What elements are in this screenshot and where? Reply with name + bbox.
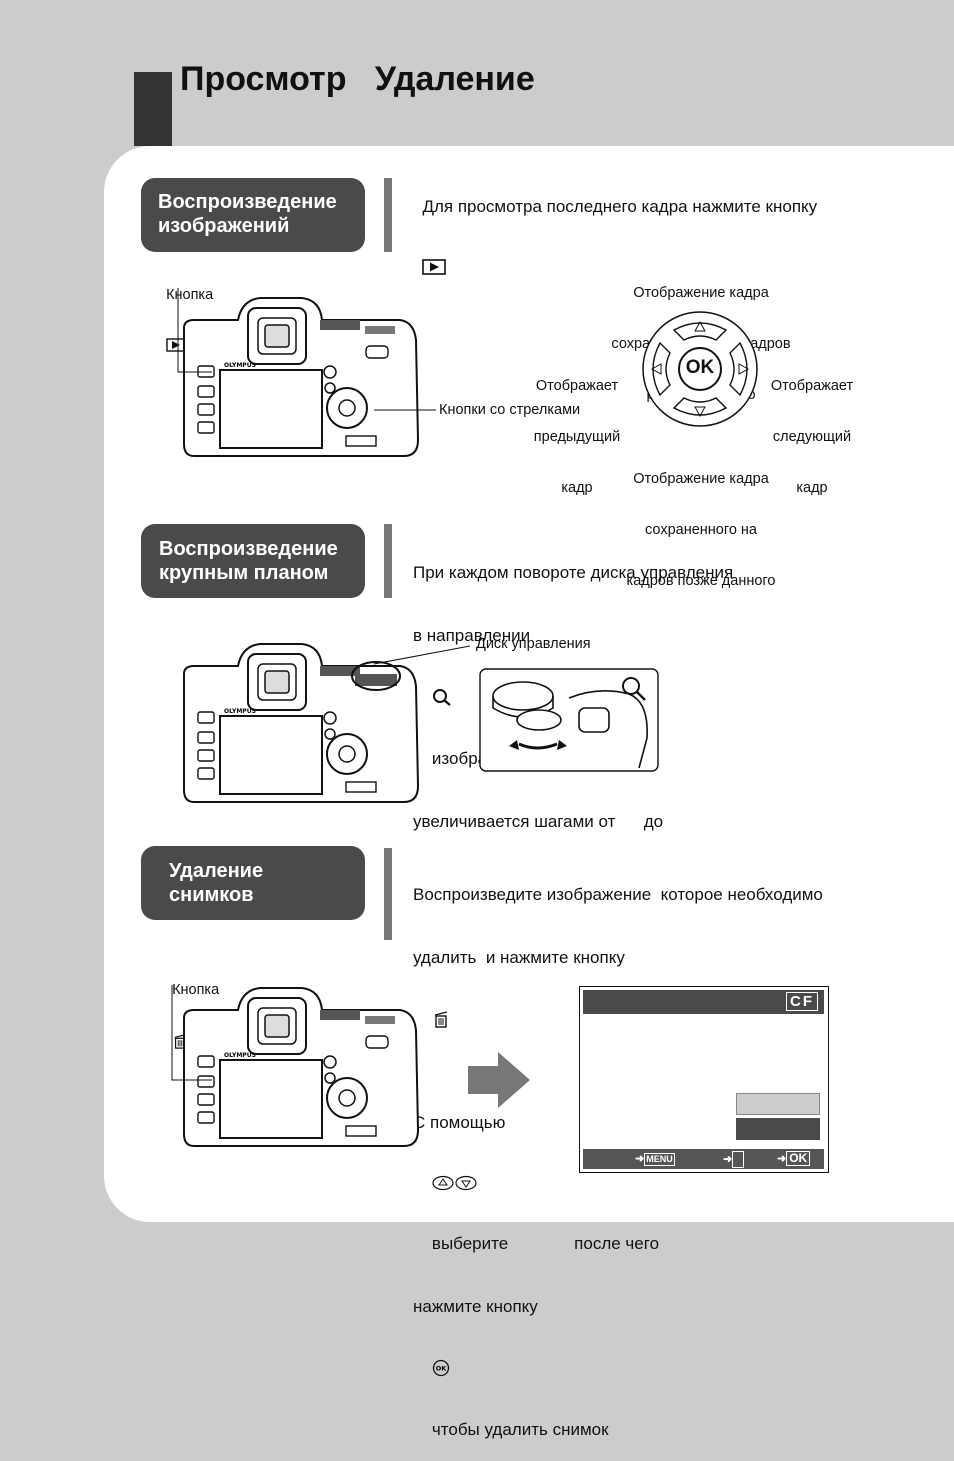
title-accent-bar (134, 72, 172, 146)
lcd-footer-bar: ➜MENU ➜ ➜OK (583, 1149, 824, 1169)
callout-lines (177, 288, 436, 411)
dial-bottom-caption: Отображение кадра сохраненного на кадров… (626, 471, 776, 589)
svg-text:OLYMPUS: OLYMPUS (224, 708, 256, 715)
ok-button-label: OK (685, 357, 715, 378)
arrow-buttons-label: Кнопки со стрелками (439, 402, 581, 418)
dial-right-caption: Отображает следующий кадр (770, 378, 854, 496)
dial-left-caption: Отображает предыдущий кадр (533, 378, 621, 496)
trash-icon (432, 968, 460, 1070)
menu-hint: ➜MENU (635, 1153, 675, 1166)
camera-back-illustration: OLYMPUS (170, 290, 430, 460)
svg-text:OLYMPUS: OLYMPUS (224, 362, 256, 369)
camera-back-illustration: OLYMPUS (170, 980, 430, 1150)
control-dial-closeup (479, 668, 659, 772)
control-dial-label: Диск управления (476, 636, 591, 652)
camera-back-illustration: OLYMPUS (170, 636, 430, 806)
card-indicator: CF (786, 992, 818, 1011)
select-hint: ➜ (723, 1151, 745, 1168)
section-divider (384, 848, 392, 940)
ok-button-icon: OK (432, 1317, 460, 1419)
magnifier-icon (432, 646, 460, 748)
section-divider (384, 524, 392, 598)
delete-instruction: Воспроизведите изображение которое необх… (413, 885, 823, 1439)
lcd-option[interactable] (736, 1118, 820, 1140)
up-down-arrows-icon (432, 1133, 478, 1233)
lcd-header-bar: CF (583, 990, 824, 1014)
section-badge-delete: Удаление снимков (141, 846, 365, 920)
svg-text:OK: OK (436, 1365, 448, 1373)
page-title: Просмотр Удаление (180, 60, 535, 98)
section-badge-zoom: Воспроизведение крупным планом (141, 524, 365, 598)
svg-text:OLYMPUS: OLYMPUS (224, 1052, 256, 1059)
erase-button-label: Кнопка (164, 965, 219, 1083)
lcd-delete-screen: CF ➜MENU ➜ ➜OK (579, 986, 829, 1173)
arrow-pad-diagram (640, 310, 760, 428)
section-badge-playback: Воспроизведение изображений (141, 178, 365, 252)
play-button-icon (422, 217, 447, 317)
right-arrow-icon (468, 1052, 532, 1108)
ok-hint: ➜OK (777, 1151, 811, 1166)
up-down-icon (732, 1151, 745, 1168)
dial-callout-line (373, 645, 471, 665)
callout-lines (171, 985, 212, 1081)
lcd-option-selected[interactable] (736, 1093, 820, 1115)
playback-instruction: Для просмотра последнего кадра нажмите к… (413, 175, 817, 317)
section-divider (384, 178, 392, 252)
